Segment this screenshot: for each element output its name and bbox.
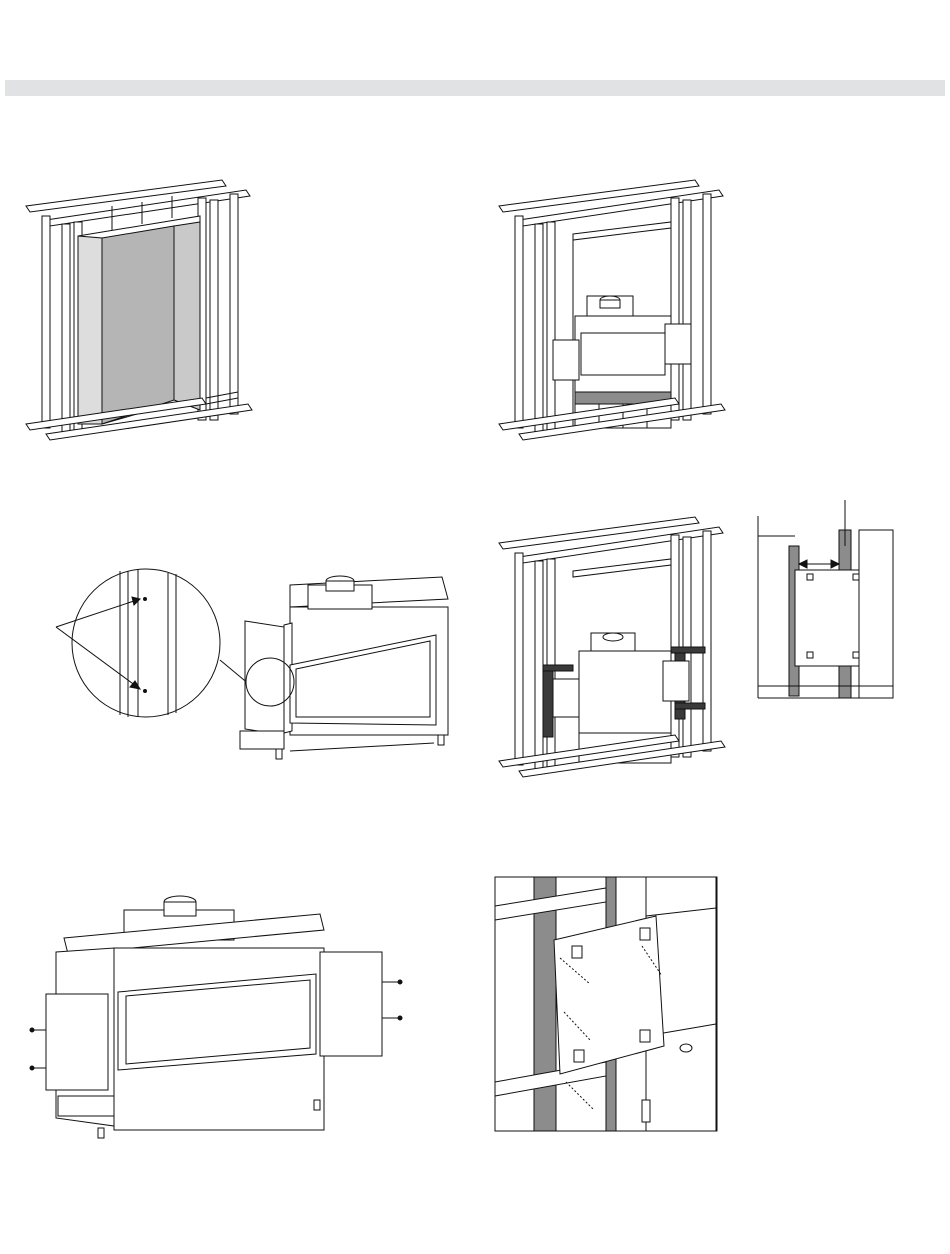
framing-with-dark-nailing-strips xyxy=(495,515,725,777)
section-header-band xyxy=(5,80,945,96)
fireplace-with-side-brackets-exploded xyxy=(28,890,413,1145)
fireplace-detail-callout xyxy=(50,565,455,770)
side-clearance-detail xyxy=(755,500,895,700)
framing-with-drywall-enclosure xyxy=(22,178,257,440)
framing-with-fireplace-installed xyxy=(495,178,725,440)
bracket-screw-attachment-closeup xyxy=(494,876,718,1132)
